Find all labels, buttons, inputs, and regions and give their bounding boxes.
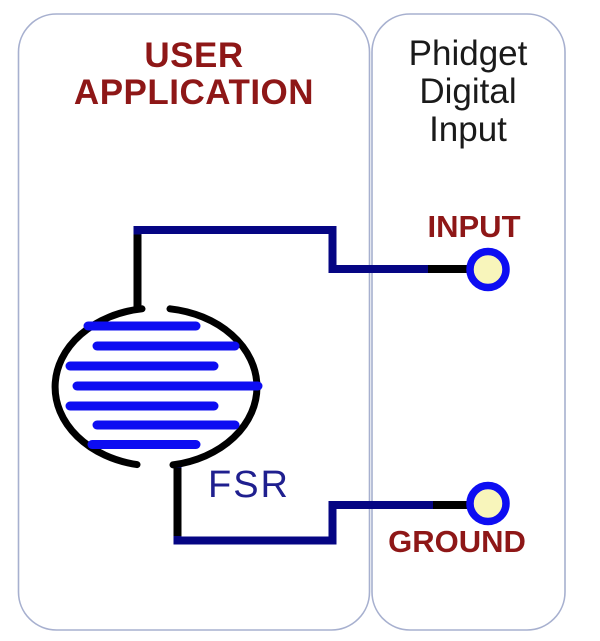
phidget-box bbox=[371, 13, 566, 631]
phidget-digital-input-title: Phidget Digital Input bbox=[408, 34, 528, 150]
input-wire bbox=[133, 226, 470, 310]
input-port-label: INPUT bbox=[427, 209, 521, 244]
input-terminal bbox=[466, 247, 510, 292]
ground-wire bbox=[173, 467, 470, 545]
ground-port-label: GROUND bbox=[388, 524, 526, 559]
fsr-component-label: FSR bbox=[208, 464, 290, 506]
ground-terminal bbox=[466, 481, 510, 526]
fsr-sensing-traces bbox=[65, 321, 263, 449]
user-application-title: USER APPLICATION bbox=[73, 36, 315, 113]
fsr-body-left-arc bbox=[51, 305, 146, 469]
fsr-symbol bbox=[51, 305, 263, 469]
